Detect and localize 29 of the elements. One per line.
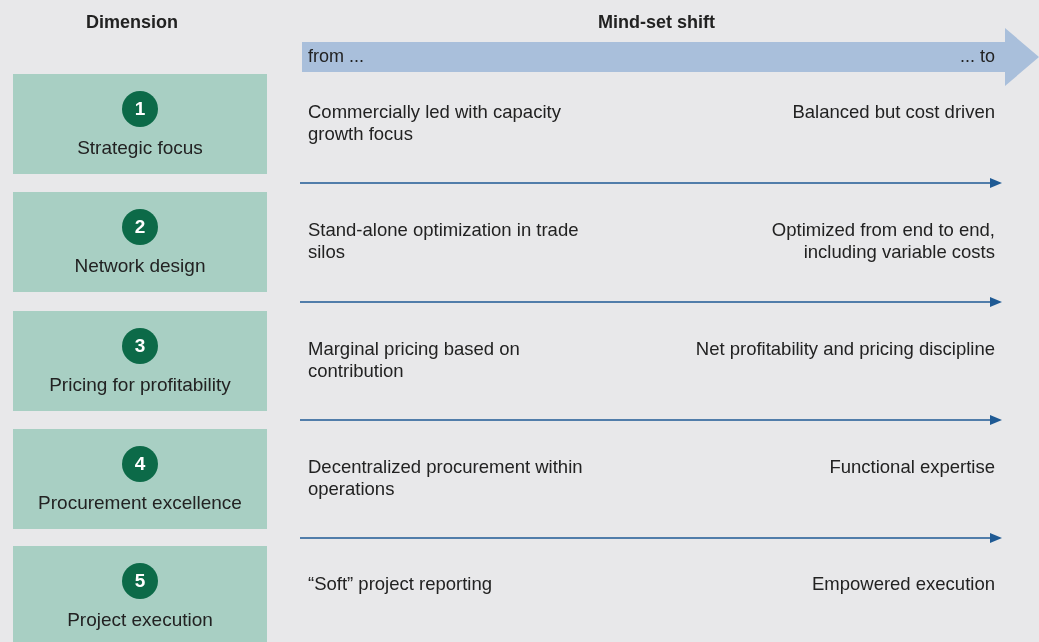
from-text: Marginal pricing based on contribution bbox=[308, 338, 521, 382]
column-header: Dimension bbox=[86, 12, 178, 33]
from-text: Stand-alone optimization in trade silos bbox=[308, 219, 580, 263]
dimension-label: Pricing for profitability bbox=[48, 374, 232, 396]
from-text: Decentralized procurement within operations bbox=[308, 456, 584, 500]
to-text: Net profitability and pricing discipline bbox=[695, 338, 995, 360]
dimension-box bbox=[13, 429, 267, 529]
to-text: Empowered execution bbox=[810, 573, 995, 595]
from-text: Commercially led with capacity growth focus bbox=[308, 101, 562, 145]
dimension-label: Strategic focus bbox=[76, 137, 204, 159]
to-text: Optimized from end to end, including variable costs bbox=[770, 219, 995, 263]
dimension-box bbox=[13, 311, 267, 411]
number-badge: 5 bbox=[122, 563, 158, 599]
column-header: Mind-set shift bbox=[598, 12, 715, 33]
number-badge: 2 bbox=[122, 209, 158, 245]
dimension-box bbox=[13, 546, 267, 642]
dimension-label: Procurement excellence bbox=[37, 492, 243, 514]
from-label: from ... bbox=[308, 46, 364, 67]
dimension-label: Project execution bbox=[66, 609, 214, 631]
dimension-box bbox=[13, 192, 267, 292]
number-badge: 4 bbox=[122, 446, 158, 482]
dimension-box bbox=[13, 74, 267, 174]
dimension-label: Network design bbox=[73, 255, 207, 277]
number-badge: 3 bbox=[122, 328, 158, 364]
to-text: Functional expertise bbox=[828, 456, 995, 478]
to-text: Balanced but cost driven bbox=[791, 101, 995, 123]
number-badge: 1 bbox=[122, 91, 158, 127]
to-label: ... to bbox=[960, 46, 995, 67]
from-text: “Soft” project reporting bbox=[308, 573, 494, 595]
